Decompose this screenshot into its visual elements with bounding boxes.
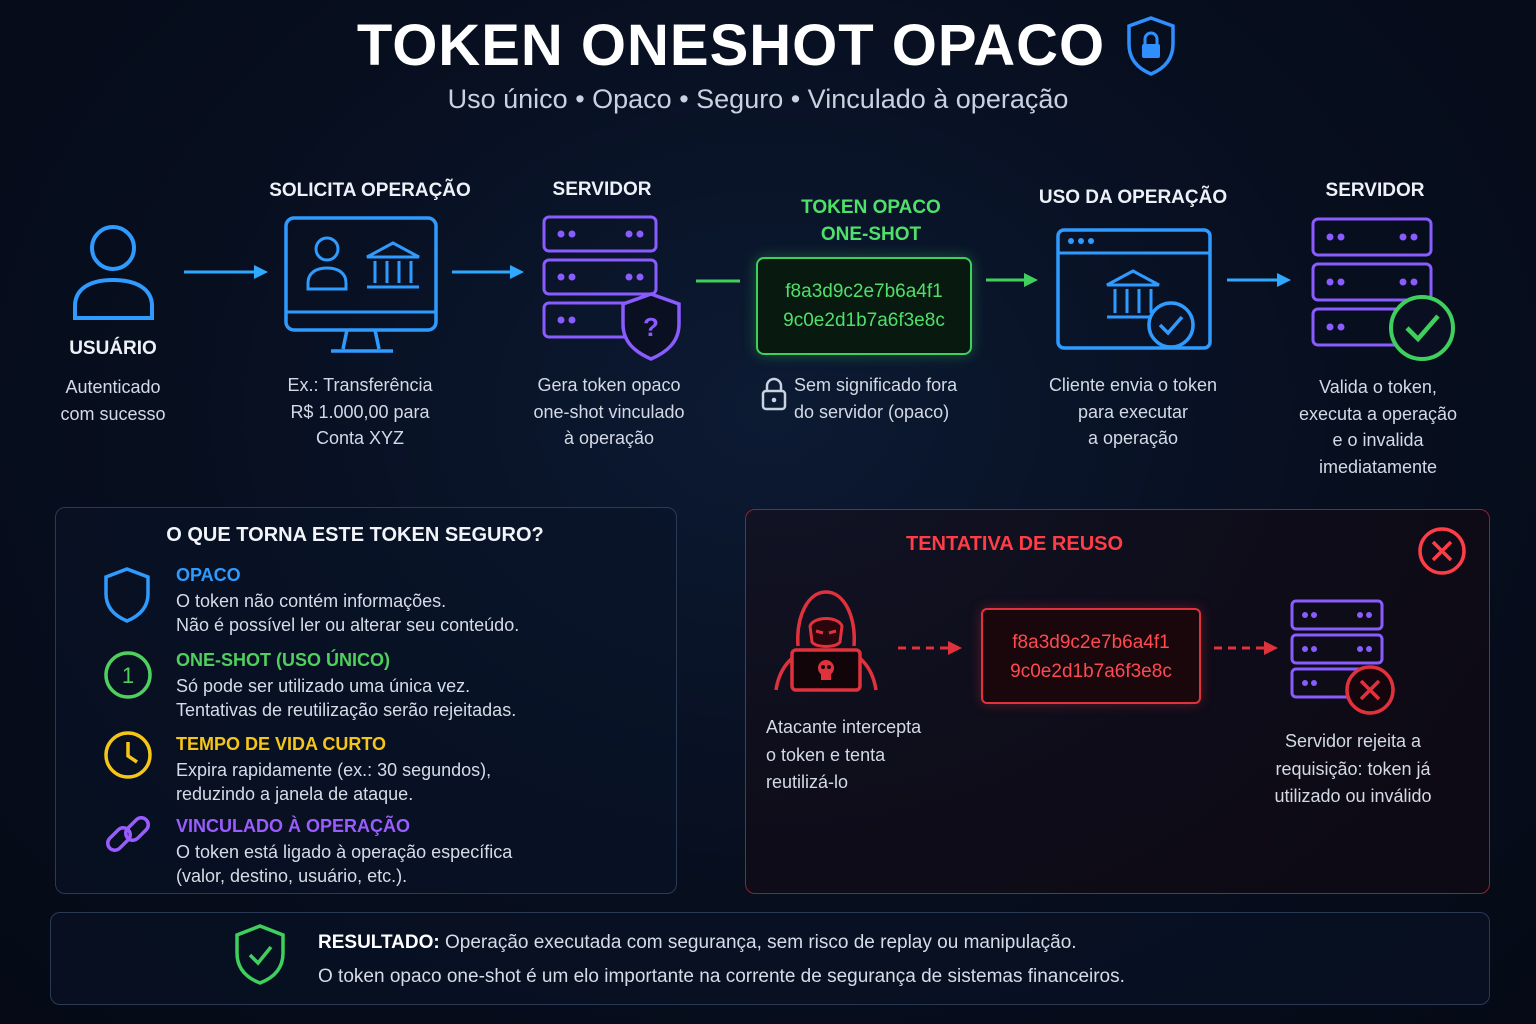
page-title: TOKEN ONESHOT OPACO xyxy=(356,13,1106,78)
server-shield-icon: ? xyxy=(542,215,681,361)
dashed-arrow-icon xyxy=(1214,641,1278,655)
arrow-right-icon xyxy=(452,265,524,279)
security-panel xyxy=(55,507,677,894)
server-check-icon xyxy=(1311,217,1455,361)
shield-lock-icon xyxy=(1127,15,1175,76)
result-line-2: O token opaco one-shot é um elo importan… xyxy=(318,966,1125,987)
arrow-right-icon xyxy=(986,273,1038,287)
padlock-icon xyxy=(761,377,787,411)
reuse-title: TENTATIVA DE REUSO xyxy=(906,533,1124,555)
dashed-arrow-icon xyxy=(898,641,962,655)
arrow-right-icon xyxy=(1227,273,1291,287)
hacker-icon xyxy=(774,590,878,692)
shield-icon xyxy=(104,567,150,623)
feature-oneshot-title: ONE-SHOT (USO ÚNICO) xyxy=(176,650,390,670)
security-title: O QUE TORNA ESTE TOKEN SEGURO? xyxy=(166,524,544,546)
monitor-bank-icon xyxy=(284,216,438,353)
browser-bank-check-icon xyxy=(1056,228,1212,350)
shield-check-icon xyxy=(235,924,285,985)
connector-line xyxy=(696,279,740,283)
clock-icon xyxy=(104,731,152,779)
result-line-1: RESULTADO: Operação executada com segura… xyxy=(318,932,1077,953)
close-circle-icon[interactable] xyxy=(1416,525,1468,577)
user-label: USUÁRIO xyxy=(69,338,157,359)
server1-label: SERVIDOR xyxy=(552,179,652,200)
feature-opaco-title: OPACO xyxy=(176,565,241,585)
feature-ttl-desc: Expira rapidamente (ex.: 30 segundos),re… xyxy=(176,760,492,804)
page-subtitle: Uso único • Opaco • Seguro • Vinculado à… xyxy=(447,84,1069,114)
user-icon xyxy=(73,225,154,320)
request-label: SOLICITA OPERAÇÃO xyxy=(269,180,471,201)
page-title-row: TOKEN ONESHOT OPACO xyxy=(0,12,1536,79)
feature-bound-title: VINCULADO À OPERAÇÃO xyxy=(176,816,411,836)
svg-text:1: 1 xyxy=(122,663,134,688)
result-panel xyxy=(50,912,1490,1005)
server2-label: SERVIDOR xyxy=(1325,180,1425,201)
server-x-icon xyxy=(1290,599,1395,715)
feature-opaco-desc: O token não contém informações.Não é pos… xyxy=(176,591,520,635)
svg-text:?: ? xyxy=(643,312,659,342)
feature-oneshot-desc: Só pode ser utilizado uma única vez.Tent… xyxy=(176,676,517,720)
usage-label: USO DA OPERAÇÃO xyxy=(1038,187,1228,208)
arrow-right-icon xyxy=(184,265,268,279)
link-icon xyxy=(106,816,150,852)
one-circle-icon: 1 xyxy=(104,651,152,699)
feature-ttl-title: TEMPO DE VIDA CURTO xyxy=(176,734,387,754)
feature-bound-desc: O token está ligado à operação específic… xyxy=(176,842,513,886)
